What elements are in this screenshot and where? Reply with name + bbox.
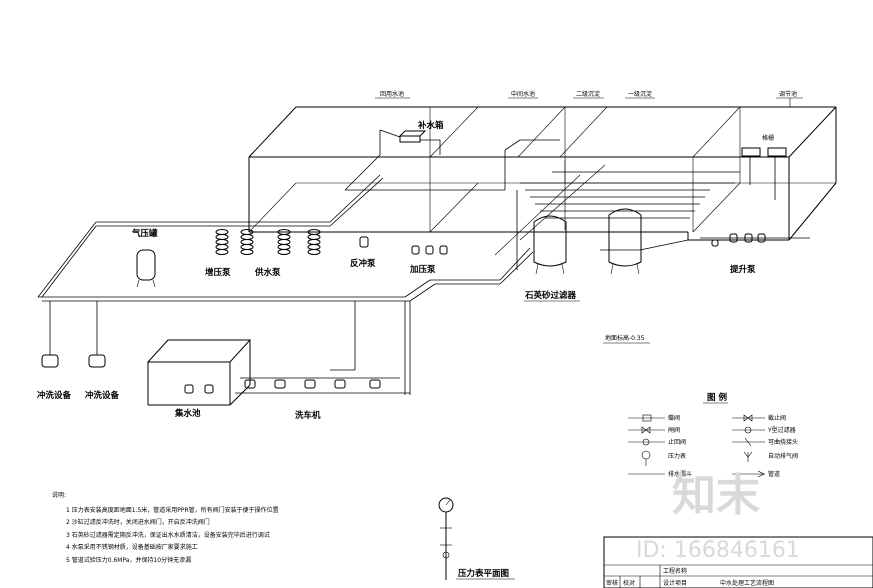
makeup-tank: 补水箱: [344, 120, 444, 191]
dosing-pump-label: 加压泵: [409, 264, 436, 275]
reuse-tank-label: 回用水池: [380, 90, 404, 98]
watermark-logo: 知末: [672, 470, 760, 521]
booster-pump-label: 增压泵: [205, 267, 231, 278]
legend-left-5: 排水漏斗: [668, 470, 692, 478]
title-block: 工程名称 设计项目 中水处理工艺流程图 审核 校对: [603, 536, 873, 588]
legend: 图 例 蝶阀 闸阀 止回阀 压力表 排水漏斗 截止阀 Y型过滤器 可曲挠接头 自…: [628, 392, 798, 478]
legend-right-5: 管道: [768, 470, 780, 478]
legend-right-4: 自动排气阀: [768, 452, 798, 460]
booster-pump-a: [215, 229, 229, 255]
note-3: 3 石英砂过滤器需定期反冲洗，保证出水水质清洁，设备安装完毕后进行调试: [66, 531, 270, 539]
pressure-tank-label: 气压罐: [131, 228, 158, 239]
backwash-pump-label: 反冲泵: [350, 258, 376, 269]
drawing-name: 中水处理工艺流程图: [720, 579, 774, 587]
makeup-tank-label: 补水箱: [417, 120, 444, 131]
regulating-tank-label: 调节池: [779, 90, 797, 98]
grille-group: 格栅: [741, 134, 787, 200]
title-row-a: 审核: [606, 579, 618, 587]
elevation-note-text: 地面标高-0.35: [605, 334, 645, 342]
watermark: 知末 ID: 166846161: [636, 470, 800, 563]
legend-left-4: 压力表: [668, 452, 686, 460]
backwash-pump: 反冲泵: [350, 236, 376, 269]
legend-right-3: 可曲挠接头: [768, 438, 798, 446]
tank-block: [248, 106, 837, 256]
collection-pool: 集水池: [146, 339, 252, 419]
quartz-filters: 石英砂过滤器: [524, 208, 642, 302]
quartz-filter-label: 石英砂过滤器: [524, 290, 577, 301]
drawing-label: 设计项目: [663, 579, 687, 587]
booster-pump-b: [240, 229, 254, 255]
mid-tank-label: 中间水池: [511, 90, 535, 98]
car-washers: 洗车机: [244, 379, 381, 421]
lift-pump-label: 提升泵: [730, 264, 756, 275]
washer-label: 洗车机: [295, 410, 321, 421]
notes: 说明: 1 压力表安装高度距地面1.5米，管道采用PPR管，所有阀门安装于便于操…: [52, 491, 279, 564]
tank-labels: 回用水池 中间水池 二级沉淀 一级沉淀 调节池: [375, 90, 803, 107]
legend-left-2: 闸阀: [668, 426, 680, 434]
watermark-id: ID: 166846161: [636, 538, 800, 563]
wash-device-a-label: 冲洗设备: [37, 390, 72, 401]
pressure-gauge-plan-label: 压力表平面图: [458, 568, 509, 579]
grille-label: 格栅: [762, 134, 774, 142]
legend-right-2: Y型过滤器: [767, 426, 796, 434]
note-4: 4 水泵采用不锈钢材质，设备基础按厂家要求施工: [66, 543, 198, 551]
legend-title: 图 例: [707, 392, 727, 403]
main-piping: [37, 139, 810, 395]
legend-left-1: 蝶阀: [668, 414, 680, 422]
project-name-label: 工程名称: [663, 567, 687, 575]
note-5: 5 管道试验压力0.6MPa，并保持10分钟无渗漏: [66, 556, 191, 564]
note-1: 1 压力表安装高度距地面1.5米，管道采用PPR管，所有阀门安装于便于操作位置: [66, 506, 279, 514]
secondary-settle-label: 二级沉淀: [576, 90, 600, 98]
title-row-b: 校对: [623, 579, 635, 587]
dosing-pumps: 加压泵: [409, 245, 448, 275]
primary-settle-label: 一级沉淀: [628, 90, 652, 98]
supply-pump-b: [307, 229, 321, 255]
pump-stacks: 增压泵 供水泵: [205, 229, 321, 278]
wash-devices: 冲洗设备 冲洗设备: [37, 354, 120, 401]
pressure-gauge-detail: 压力表平面图: [438, 497, 515, 580]
lift-pumps: 提升泵: [711, 233, 766, 275]
legend-left-3: 止回阀: [668, 438, 686, 446]
supply-pump-label: 供水泵: [254, 267, 281, 278]
elevation-note: 地面标高-0.35: [603, 334, 650, 344]
wash-device-b-label: 冲洗设备: [85, 390, 120, 401]
legend-right-1: 截止阀: [768, 414, 786, 422]
pressure-tank: 气压罐: [131, 228, 158, 288]
note-2: 2 沙缸过滤反冲洗时，关闭进水阀门，开启反冲洗阀门: [66, 518, 210, 526]
filter-tank-label: 集水池: [174, 408, 201, 419]
supply-pump-a: [277, 229, 291, 255]
notes-title: 说明:: [52, 491, 66, 499]
